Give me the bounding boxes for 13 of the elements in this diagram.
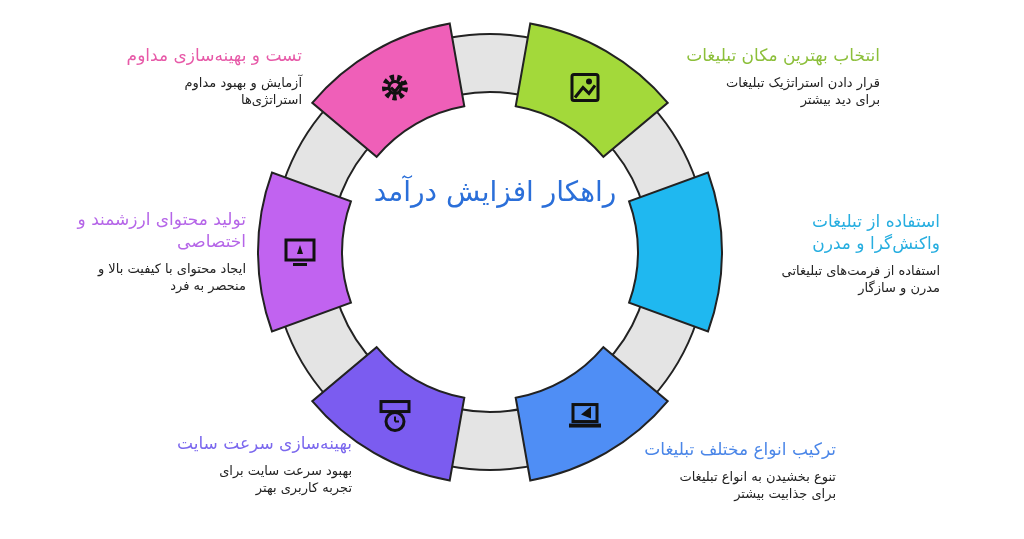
step-heading: تست و بهینه‌سازی مداوم [125, 44, 302, 66]
step-description: استفاده از فرمت‌های تبلیغاتی مدرن و سازگار [780, 262, 940, 296]
step-description: قرار دادن استراتژیک تبلیغات برای دید بیشتر [725, 74, 880, 108]
diagram-title: راهکار افزایش درآمد [372, 175, 618, 208]
step-heading: تولید محتوای ارزشمند و اختصاصی [75, 208, 246, 252]
step-description: ایجاد محتوای با کیفیت بالا و منحصر به فرد [96, 260, 246, 294]
step-heading: ترکیب انواع مختلف تبلیغات [643, 438, 836, 460]
step-heading: انتخاب بهترین مکان تبلیغات [685, 44, 880, 66]
step-heading: استفاده از تبلیغات واکنش‌گرا و مدرن [810, 210, 940, 254]
step-description: آزمایش و بهبود مداوم استراتژی‌ها [183, 74, 302, 108]
step-description: بهبود سرعت سایت برای تجربه کاربری بهتر [218, 462, 352, 496]
step-heading: بهینه‌سازی سرعت سایت [176, 432, 352, 454]
step-description: تنوع بخشیدن به انواع تبلیغات برای جذابیت بیشتر [678, 468, 836, 502]
